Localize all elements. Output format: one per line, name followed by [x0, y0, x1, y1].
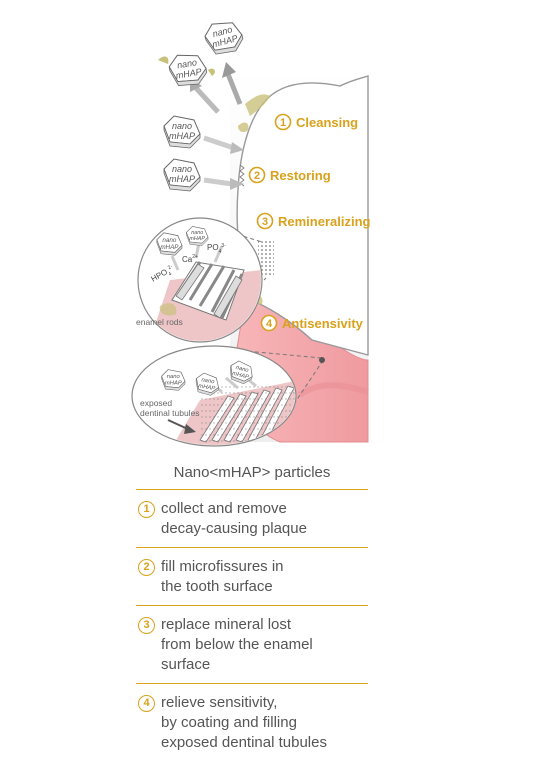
- mineral-dots: [258, 240, 274, 276]
- legend-item-3: 3 replace mineral lost from below the en…: [136, 606, 368, 684]
- ion-ca: Ca2+: [182, 254, 198, 264]
- step-number-badge: 3: [138, 617, 155, 634]
- plaque: [245, 94, 270, 116]
- legend-item-text: replace mineral lost from below the enam…: [161, 616, 313, 673]
- step-1: 1 Cleansing: [274, 113, 358, 131]
- enamel-inset: nano mHAP nano mHAP HPO42- Ca2+ PO43- en…: [136, 217, 263, 343]
- nano-particle: nano mHAP: [163, 115, 201, 149]
- svg-text:nano: nano: [201, 377, 216, 385]
- tooth-illustration: 1 Cleansing 2 Restoring 3 Remineralizing…: [131, 16, 371, 447]
- step-number-badge: 4: [138, 695, 155, 712]
- step-number-badge: 2: [138, 559, 155, 576]
- step-label: Remineralizing: [278, 214, 371, 229]
- step-number: 1: [280, 117, 286, 129]
- arrow-pointer-icon: [184, 424, 196, 434]
- legend-item-2: 2 fill microfissures in the tooth surfac…: [136, 548, 368, 606]
- tubules-label-line1: exposed: [140, 398, 172, 408]
- legend-item-text: relieve sensitivity, by coating and fill…: [161, 694, 327, 751]
- tubules-label-line2: dentinal tubules: [140, 408, 200, 418]
- step-label: Antisensivity: [282, 316, 364, 331]
- svg-text:nano: nano: [172, 164, 192, 174]
- svg-text:mHAP: mHAP: [160, 244, 179, 251]
- svg-text:nano: nano: [172, 121, 192, 131]
- enamel-rods-label: enamel rods: [136, 317, 183, 327]
- step-number: 3: [262, 216, 268, 228]
- nano-particle: nano mHAP: [156, 232, 183, 256]
- step-number: 4: [266, 318, 273, 330]
- svg-text:mHAP: mHAP: [198, 383, 216, 392]
- svg-text:nano: nano: [191, 230, 203, 236]
- legend-item-text: collect and remove decay-causing plaque: [161, 500, 307, 537]
- ion-po4: PO43-: [207, 243, 226, 255]
- step-number-badge: 1: [138, 501, 155, 518]
- step-3: 3 Remineralizing: [256, 212, 371, 230]
- nano-particle: nano mHAP: [186, 226, 209, 246]
- legend: Nano<mHAP> particles 1 collect and remov…: [136, 458, 368, 761]
- nano-particle: nano mHAP: [166, 50, 209, 90]
- arrow-right-icon: [230, 178, 244, 190]
- dentin-inset: nano mHAP nano mHAP nano mHAP exposed de…: [131, 345, 297, 447]
- step-label: Restoring: [270, 168, 331, 183]
- nano-particle: nano mHAP: [201, 16, 246, 59]
- svg-text:nano: nano: [167, 374, 181, 380]
- legend-title: Nano<mHAP> particles: [136, 458, 368, 490]
- legend-item-4: 4 relieve sensitivity, by coating and fi…: [136, 684, 368, 761]
- nano-particle: nano mHAP: [161, 369, 186, 391]
- nano-particle: nano mHAP: [193, 371, 221, 397]
- svg-text:nano: nano: [235, 365, 250, 374]
- step-4: 4 Antisensivity: [260, 314, 364, 332]
- svg-text:mHAP: mHAP: [169, 131, 195, 141]
- svg-text:nano: nano: [176, 57, 197, 70]
- legend-item-1: 1 collect and remove decay-causing plaqu…: [136, 490, 368, 548]
- svg-text:mHAP: mHAP: [165, 381, 182, 387]
- step-2: 2 Restoring: [248, 166, 331, 184]
- nano-particle: nano mHAP: [163, 158, 201, 192]
- svg-text:mHAP: mHAP: [189, 236, 205, 242]
- step-label: Cleansing: [296, 115, 358, 130]
- svg-text:mHAP: mHAP: [175, 66, 202, 80]
- svg-text:nano: nano: [162, 237, 177, 244]
- step-number: 2: [254, 170, 260, 182]
- arrow-up-icon: [222, 62, 236, 78]
- svg-text:mHAP: mHAP: [231, 371, 249, 381]
- svg-text:mHAP: mHAP: [169, 174, 195, 184]
- nano-particle: nano mHAP: [226, 358, 256, 386]
- arrow-right-icon: [230, 142, 244, 154]
- legend-item-text: fill microfissures in the tooth surface: [161, 558, 284, 595]
